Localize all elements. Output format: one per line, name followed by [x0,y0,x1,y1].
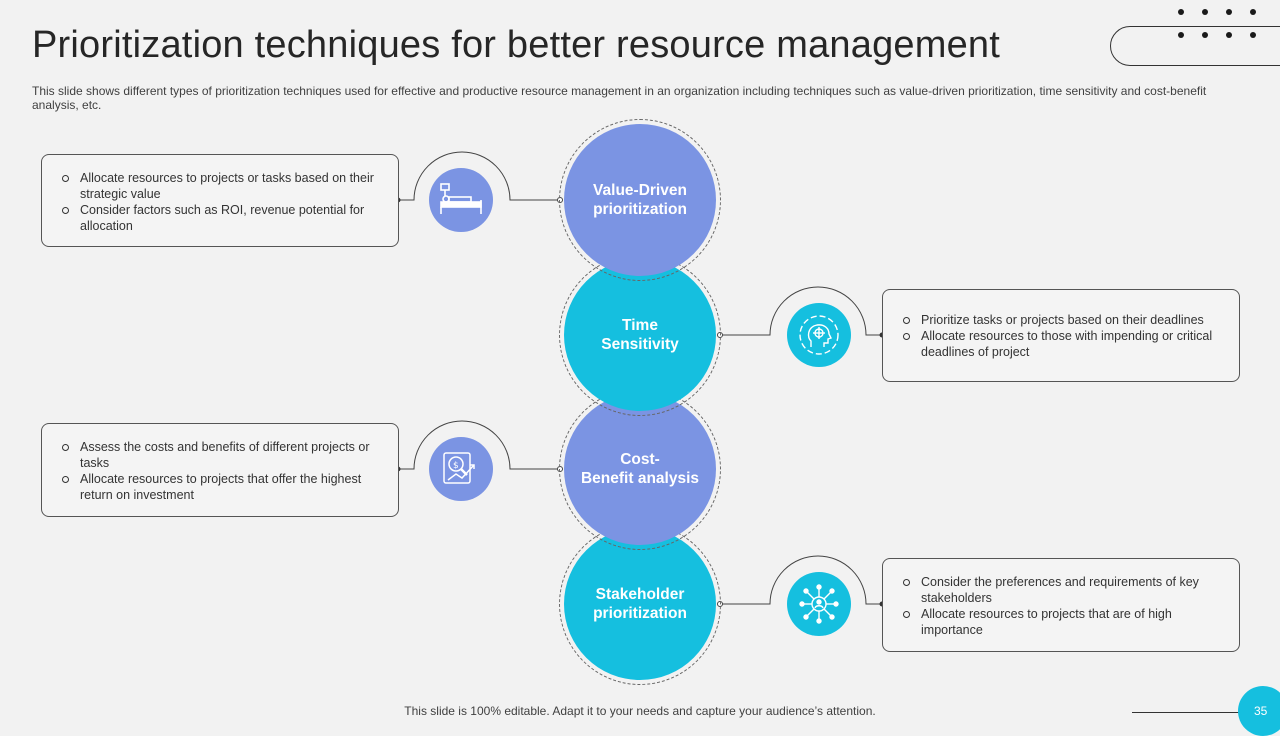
time-sensitivity-icon-circle [787,303,851,367]
bullet-item: Assess the costs and benefits of differe… [60,439,380,471]
decorative-dot [1178,32,1184,38]
footer-note: This slide is 100% editable. Adapt it to… [404,704,876,718]
decorative-dot [1202,32,1208,38]
decorative-dots [1178,6,1268,46]
circle-label: prioritization [593,605,687,622]
bullet-item: Allocate resources to those with impendi… [901,328,1221,360]
stakeholder-icon-circle [787,572,851,636]
cost-benefit-circle: Cost- Benefit analysis [564,393,716,545]
decorative-pill-outline [1110,26,1280,66]
circle-label: Value-Driven [593,182,687,199]
page-number-badge: 35 [1238,686,1280,736]
svg-text:$: $ [453,461,459,471]
bullet-list: Assess the costs and benefits of differe… [60,439,380,503]
hospital-bed-icon [440,183,482,214]
circle-label: Benefit analysis [580,470,700,487]
bullet-item: Allocate resources to projects that are … [901,606,1209,638]
decorative-dot [1178,9,1184,15]
circle-label: Time [622,317,658,334]
bullet-list: Consider the preferences and requirement… [901,574,1209,638]
value-driven-circle: Value-Driven prioritization [564,124,716,276]
stakeholder-description-box: Consider the preferences and requirement… [882,558,1240,652]
bullet-item: Prioritize tasks or projects based on th… [901,312,1221,328]
head-target-icon [799,315,839,355]
value-driven-ring [559,119,721,281]
circle-label: prioritization [593,201,687,218]
bullet-item: Allocate resources to projects or tasks … [60,170,380,202]
stakeholder-network-icon [799,584,839,624]
page-title: Prioritization techniques for better res… [32,24,1001,66]
cost-benefit-icon-circle: $ [429,437,493,501]
page-subtitle: This slide shows different types of prio… [32,84,1207,112]
bullet-list: Prioritize tasks or projects based on th… [901,312,1221,360]
circle-label: Cost- [620,451,660,468]
bullet-item: Allocate resources to projects that offe… [60,471,380,503]
cost-analysis-icon: $ [443,452,475,484]
value-driven-description-box: Allocate resources to projects or tasks … [41,154,399,247]
stakeholder-prioritization-circle: Stakeholder prioritization [564,528,716,680]
circle-label: Sensitivity [601,336,679,353]
decorative-dot [1250,32,1256,38]
bullet-item: Consider factors such as ROI, revenue po… [60,202,380,234]
circle-label: Stakeholder [595,586,685,603]
decorative-dot [1202,9,1208,15]
cost-benefit-description-box: Assess the costs and benefits of differe… [41,423,399,517]
bullet-item: Consider the preferences and requirement… [901,574,1209,606]
decorative-dot [1226,9,1232,15]
bullet-list: Allocate resources to projects or tasks … [60,170,380,234]
footer-divider [1132,712,1242,713]
decorative-dot [1250,9,1256,15]
value-driven-icon-circle [429,168,493,232]
time-sensitivity-description-box: Prioritize tasks or projects based on th… [882,289,1240,382]
decorative-dot [1226,32,1232,38]
page-number: 35 [1254,704,1268,718]
